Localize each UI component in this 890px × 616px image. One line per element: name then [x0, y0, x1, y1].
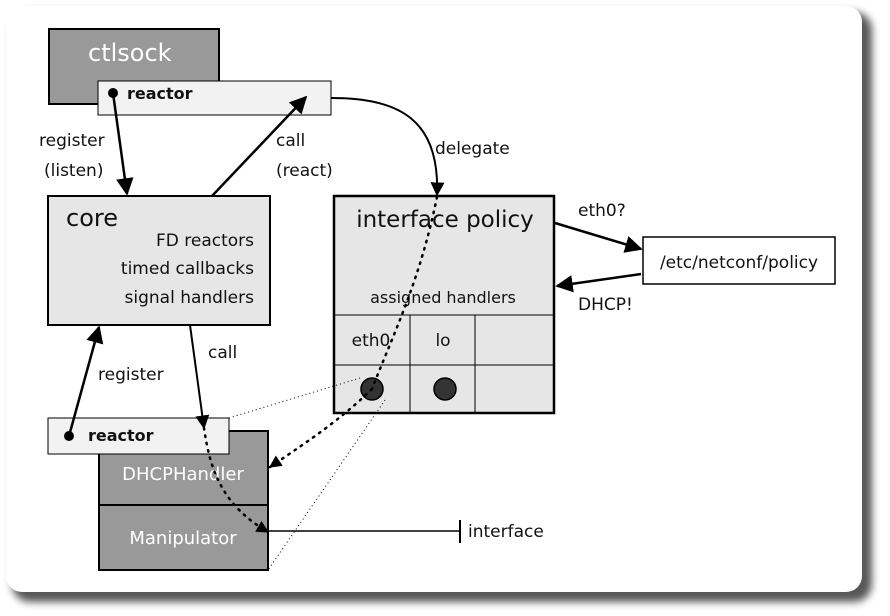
dispatch-dotted-arrow	[268, 387, 374, 469]
dhcp-handler-label: DHCPHandler	[122, 464, 244, 485]
delegate-label: delegate	[435, 139, 510, 159]
policy-file-label: /etc/netconf/policy	[660, 253, 818, 273]
call-label: call	[208, 343, 237, 363]
call-react-label-1: call	[276, 131, 305, 151]
call-react-arrow	[211, 95, 308, 197]
ctlsock-title: ctlsock	[88, 39, 172, 67]
ctlsock-reactor-box: reactor	[97, 80, 332, 116]
core-line-signal-handlers: signal handlers	[125, 288, 255, 308]
manipulate-dotted-arrow	[202, 426, 270, 534]
handler-reactor-label: reactor	[88, 426, 154, 445]
policy-subtitle: assigned handlers	[370, 288, 516, 307]
delegate-arrow	[330, 97, 445, 197]
policy-title: interface policy	[356, 207, 534, 233]
manipulator-label: Manipulator	[129, 528, 237, 549]
core-box: core FD reactors timed callbacks signal …	[47, 195, 271, 326]
register-label: register	[98, 365, 164, 385]
manipulator-box: Manipulator	[98, 504, 269, 571]
policy-table-header-eth0: eth0	[352, 331, 391, 351]
register-arrow	[67, 325, 104, 437]
interface-policy-box: interface policy assigned handlers eth0 …	[332, 194, 556, 415]
ctlsock-reactor-label: reactor	[127, 84, 193, 103]
core-title: core	[66, 204, 118, 232]
core-line-timed-callbacks: timed callbacks	[121, 259, 254, 279]
dhcp-answer-label: DHCP!	[578, 295, 633, 315]
register-listen-label-1: register	[39, 131, 105, 151]
call-arrow	[189, 324, 210, 430]
policy-file-box: /etc/netconf/policy	[642, 236, 836, 285]
register-listen-label-2: (listen)	[44, 161, 103, 181]
eth0-query-label: eth0?	[578, 201, 626, 221]
handler-link-lower	[267, 399, 386, 571]
handler-reactor-box: reactor	[47, 417, 230, 455]
core-line-fd-reactors: FD reactors	[156, 231, 254, 251]
policy-table-header-lo: lo	[435, 331, 450, 351]
handler-link-upper	[228, 377, 361, 419]
lo-handler-dot	[433, 377, 457, 401]
interface-label: interface	[468, 522, 544, 542]
eth0-query-arrow	[554, 221, 643, 253]
delegate-dotted-path	[370, 195, 439, 391]
dhcp-answer-arrow	[555, 272, 642, 293]
call-react-label-2: (react)	[276, 161, 333, 181]
register-listen-arrow	[111, 92, 134, 196]
